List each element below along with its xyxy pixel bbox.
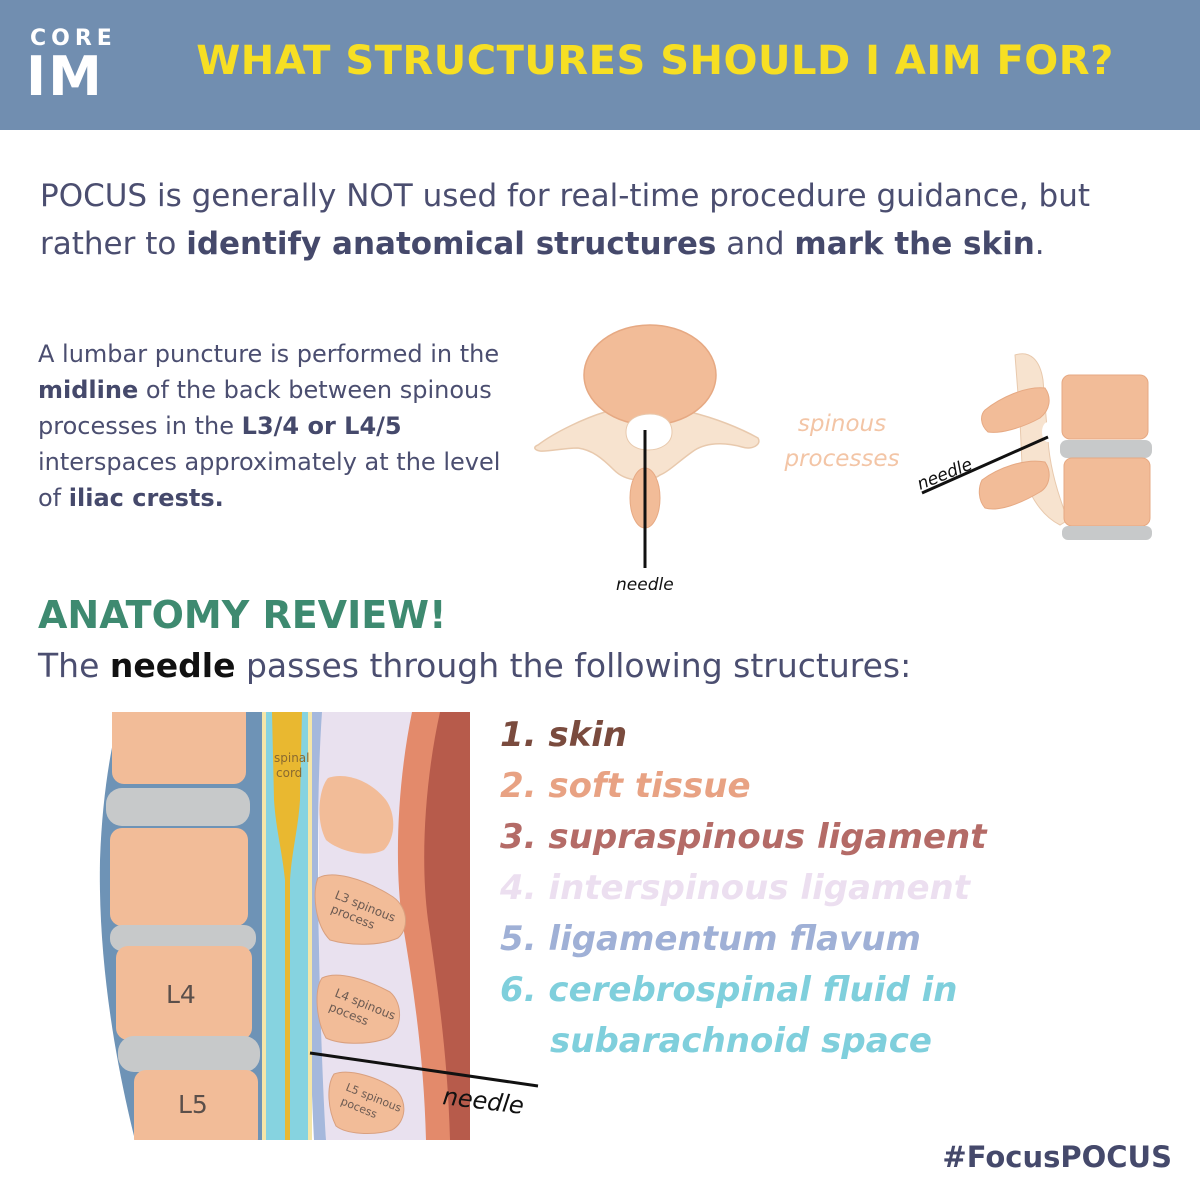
needle-structures-sentence: The needle passes through the following …	[38, 646, 911, 685]
spinous-processes-label-line1: spinous	[798, 411, 886, 437]
intro-text-3: .	[1034, 226, 1045, 262]
axial-vertebra-figure: needle	[534, 324, 760, 595]
lateral-disc	[1060, 440, 1152, 458]
vertebral-body-l3	[110, 828, 248, 926]
lateral-needle-line	[921, 435, 1049, 495]
desc-bold-iliac: iliac crests.	[68, 484, 224, 512]
desc-text-3: interspaces approximately at the level o…	[38, 448, 501, 512]
spinous-process-l5	[328, 1071, 405, 1134]
desc-bold-levels: L3/4 or L4/5	[241, 412, 402, 440]
structure-item-csf-continued: subarachnoid space	[550, 1021, 932, 1061]
needle-sentence-bold: needle	[109, 646, 236, 685]
lateral-spine-figure: needle	[914, 353, 1152, 540]
spinous-process-upper	[319, 776, 394, 854]
spinal-cord-label-line2: cord	[276, 766, 302, 780]
lateral-disc-lower	[1062, 526, 1152, 540]
spinous-processes-label-line2: processes	[783, 446, 899, 472]
disc-2	[110, 925, 256, 951]
logo-im-text: IM	[26, 45, 104, 108]
logo-core-text: CORE	[30, 26, 117, 51]
hashtag: #FocusPOCUS	[942, 1140, 1172, 1174]
vertebral-body-l5	[134, 1070, 258, 1140]
structure-item-interspinous: 4. interspinous ligament	[500, 868, 970, 908]
structures-list: 1. skin 2. soft tissue 3. supraspinous l…	[500, 710, 987, 1067]
anatomy-review-heading: ANATOMY REVIEW!	[38, 593, 447, 637]
vertebral-body-l1	[112, 712, 246, 784]
sagittal-needle-line	[309, 1051, 539, 1088]
intro-paragraph: POCUS is generally NOT used for real-tim…	[40, 172, 1170, 268]
structure-item-soft-tissue: 2. soft tissue	[500, 766, 751, 806]
desc-text-1: A lumbar puncture is performed in the	[38, 340, 500, 368]
spinal-canal	[625, 413, 673, 451]
structure-item-csf: 6. cerebrospinal fluid in	[500, 970, 958, 1010]
lateral-spinous-process-upper	[981, 387, 1050, 433]
soft-tissue-layer	[395, 712, 450, 1140]
spinous-process-l4	[316, 974, 400, 1044]
desc-bold-midline: midline	[38, 376, 139, 404]
intro-bold-2: mark the skin	[794, 226, 1035, 262]
structure-item-skin: 1. skin	[500, 715, 628, 755]
spinal-cord-label-line1: spinal	[274, 751, 310, 765]
spinous-process-l3	[314, 874, 406, 945]
lateral-vertebral-body-upper	[1061, 374, 1149, 440]
spinal-cord	[272, 712, 302, 1140]
lateral-spinous-process-lower	[978, 460, 1050, 510]
axial-needle-label: needle	[616, 575, 674, 595]
structure-item-flavum: 5. ligamentum flavum	[500, 919, 921, 959]
needle-sentence-post: passes through the following structures:	[235, 646, 912, 685]
intro-text-1: POCUS is generally NOT used for real-tim…	[40, 178, 1091, 262]
disc-1	[106, 788, 250, 826]
page-title: WHAT STRUCTURES SHOULD I AIM FOR?	[196, 38, 1114, 84]
desc-text-2: of the back between spinous processes in…	[38, 376, 492, 440]
disc-3	[118, 1036, 260, 1072]
intro-bold-1: identify anatomical structures	[186, 226, 717, 262]
vertebral-body-l4	[116, 946, 252, 1040]
structure-item-supraspinous: 3. supraspinous ligament	[500, 817, 987, 857]
intro-text-2: and	[716, 226, 795, 262]
vertebra-l4-label: L4	[166, 980, 196, 1009]
needle-sentence-pre: The	[38, 646, 110, 685]
description-paragraph: A lumbar puncture is performed in the mi…	[38, 336, 518, 516]
vertebra-l5-label: L5	[178, 1090, 208, 1119]
header-bar: CORE IM WHAT STRUCTURES SHOULD I AIM FOR…	[0, 0, 1200, 130]
